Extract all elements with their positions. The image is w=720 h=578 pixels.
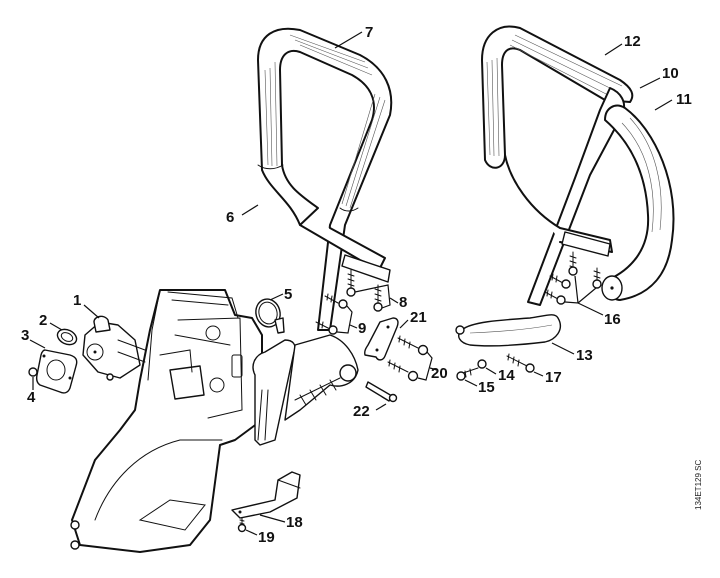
svg-text:17: 17 xyxy=(545,369,562,386)
callout-12: 12 xyxy=(604,33,641,56)
svg-text:10: 10 xyxy=(662,65,679,82)
part-5: 5 xyxy=(255,286,292,334)
engine-housing xyxy=(70,289,263,553)
svg-text:1: 1 xyxy=(73,292,81,309)
part-15: 15 xyxy=(456,367,495,396)
part-21: 21 xyxy=(364,309,427,361)
svg-text:5: 5 xyxy=(284,286,292,303)
svg-text:18: 18 xyxy=(286,514,303,531)
svg-text:15: 15 xyxy=(478,379,495,396)
screws-9: 9 xyxy=(315,293,366,337)
svg-text:9: 9 xyxy=(358,320,366,337)
callout-6: 6 xyxy=(226,204,259,226)
svg-text:14: 14 xyxy=(498,367,515,384)
screws-8: 8 xyxy=(346,269,407,312)
svg-text:11: 11 xyxy=(676,91,692,108)
svg-text:21: 21 xyxy=(410,309,427,326)
svg-text:8: 8 xyxy=(399,294,407,311)
screws-20: 20 xyxy=(387,335,448,382)
svg-text:19: 19 xyxy=(258,529,275,546)
svg-text:4: 4 xyxy=(27,389,36,406)
svg-text:3: 3 xyxy=(21,327,29,344)
part-2: 2 xyxy=(39,312,78,346)
part-13: 13 xyxy=(455,314,593,364)
svg-text:6: 6 xyxy=(226,209,234,226)
callout-7: 7 xyxy=(334,24,373,49)
part-3: 3 xyxy=(21,327,78,394)
document-code: 134ET129 SC xyxy=(694,459,703,510)
svg-text:22: 22 xyxy=(353,403,370,420)
handlebar-right xyxy=(481,25,675,306)
part-1: 1 xyxy=(73,292,146,381)
svg-text:7: 7 xyxy=(365,24,373,41)
svg-text:12: 12 xyxy=(624,33,641,50)
part-4: 4 xyxy=(27,367,38,406)
part-14: 14 xyxy=(477,359,515,384)
part-18: 18 xyxy=(231,471,303,531)
part-22: 22 xyxy=(353,381,398,420)
callout-10: 10 xyxy=(639,65,679,89)
part-17: 17 xyxy=(506,353,562,386)
screws-16: 16 xyxy=(544,251,621,328)
part-19: 19 xyxy=(237,517,275,546)
svg-text:2: 2 xyxy=(39,312,47,329)
handlebar-left xyxy=(257,27,393,331)
svg-text:16: 16 xyxy=(604,311,621,328)
callout-11: 11 xyxy=(654,91,692,111)
svg-text:20: 20 xyxy=(431,365,448,382)
rear-handle-lever xyxy=(252,334,359,446)
svg-text:13: 13 xyxy=(576,347,593,364)
